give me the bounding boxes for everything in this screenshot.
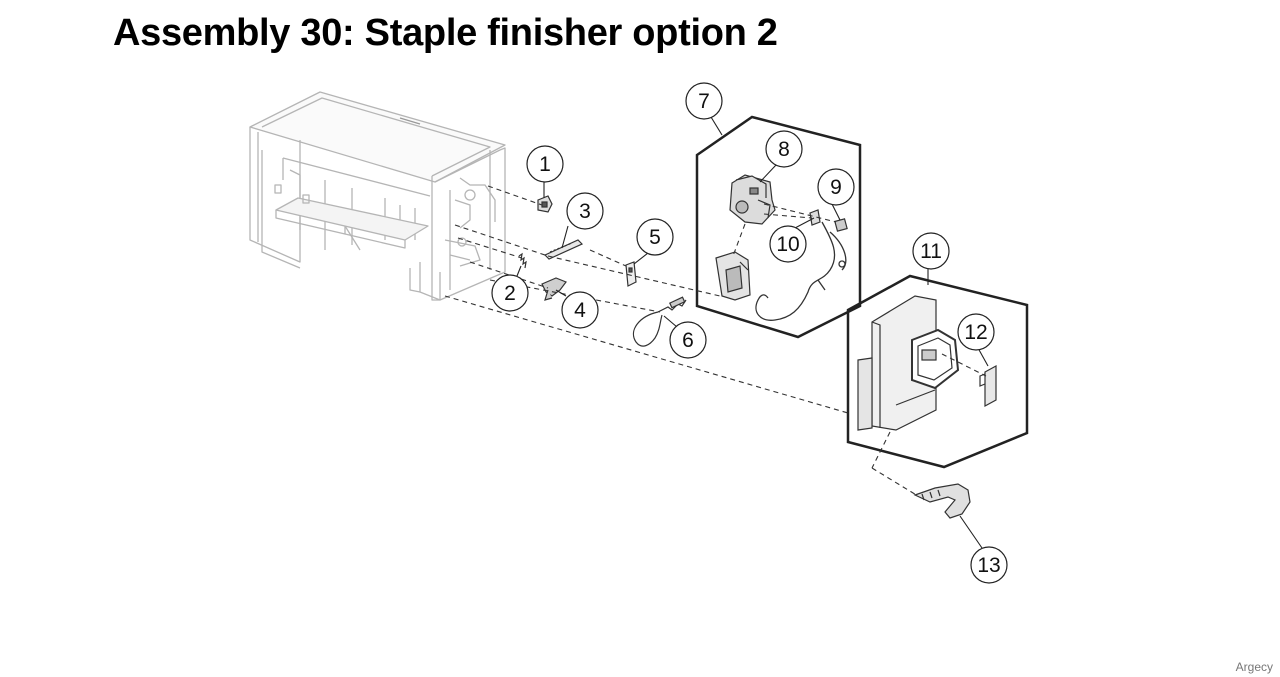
part-13 [913,483,971,519]
svg-text:1: 1 [539,153,551,176]
part-9 [834,218,848,232]
callout-2: 2 [491,274,529,312]
callout-leaders [516,116,989,549]
callout-10: 10 [769,225,807,263]
callout-12: 12 [957,313,995,351]
part-2 [518,252,527,269]
cover-assembly-group [846,274,1029,469]
svg-text:11: 11 [920,240,942,263]
callout-3: 3 [566,192,604,230]
part-4 [541,277,567,301]
svg-text:13: 13 [977,554,1000,577]
callout-9: 9 [817,168,855,206]
part-12 [979,364,997,408]
part-5 [625,261,637,287]
part-3 [543,239,584,260]
svg-text:10: 10 [776,233,799,256]
svg-text:8: 8 [778,138,790,161]
svg-text:5: 5 [649,226,661,249]
svg-text:2: 2 [504,282,516,305]
callout-7: 7 [685,82,723,120]
svg-text:7: 7 [698,90,710,113]
watermark: Argecy [1235,660,1273,674]
stapler-assembly-group [695,115,862,339]
callout-6: 6 [669,321,707,359]
rear-cover [857,295,960,431]
stapler-head [729,174,776,225]
svg-text:3: 3 [579,200,591,223]
svg-text:4: 4 [574,299,586,322]
part-10 [809,209,821,226]
finisher-housing [249,91,506,301]
callout-5: 5 [636,218,674,256]
page-title: Assembly 30: Staple finisher option 2 [113,12,778,54]
callout-11: 11 [912,232,950,270]
harness-cables [755,221,847,321]
callout-4: 4 [561,291,599,329]
part-6 [632,296,687,347]
callout-8: 8 [765,130,803,168]
callout-13: 13 [970,546,1008,584]
stapler-bracket [715,251,751,301]
part-1 [537,195,553,213]
callout-1: 1 [526,145,564,183]
svg-text:6: 6 [682,329,694,352]
svg-text:12: 12 [964,321,987,344]
svg-text:9: 9 [830,176,842,199]
